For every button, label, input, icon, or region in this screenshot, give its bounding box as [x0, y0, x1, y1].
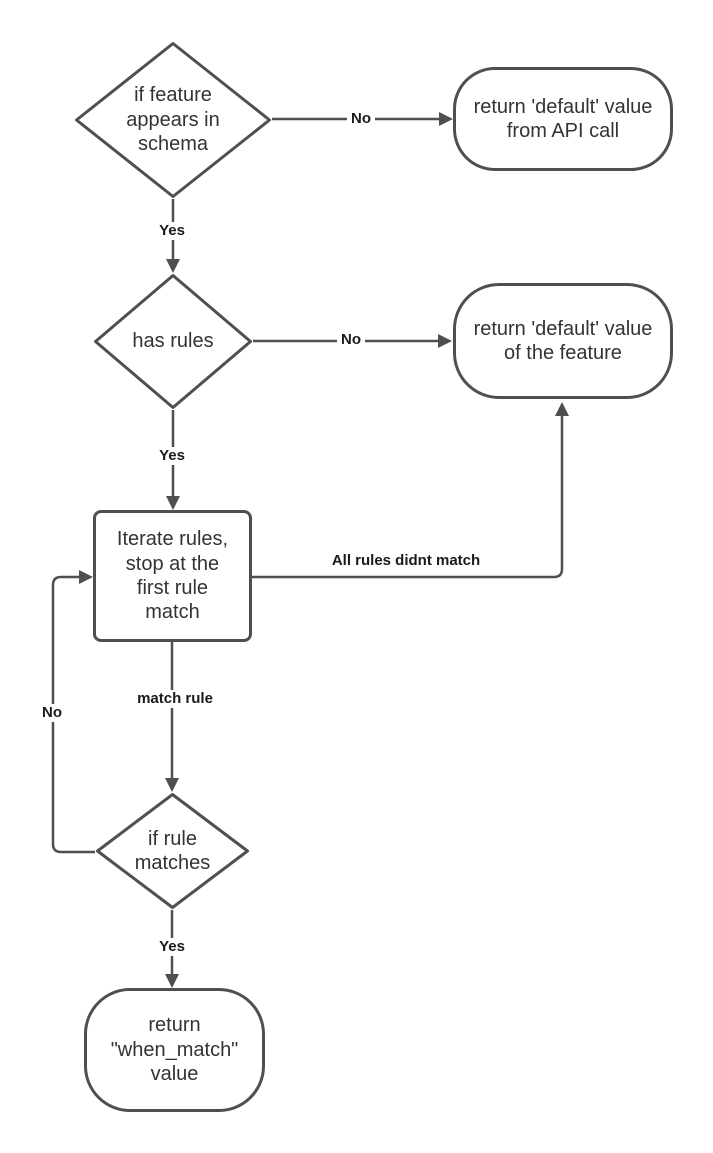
- node-label: has rules: [132, 330, 214, 353]
- arrowhead-icon: [166, 259, 180, 273]
- arrowhead-icon: [166, 496, 180, 510]
- node-label: if feature appears in schema: [126, 84, 220, 156]
- edge-label-feature-no: No: [347, 110, 375, 128]
- edge-label-match-rule: match rule: [133, 690, 217, 708]
- edge-label-has-rules-yes: Yes: [155, 447, 189, 465]
- node-label: Iterate rules, stop at the first rule ma…: [116, 528, 229, 624]
- node-return-when-match: return "when_match" value: [84, 988, 265, 1112]
- node-return-default-api: return 'default' value from API call: [453, 67, 673, 171]
- edge-label-has-rules-no: No: [337, 331, 365, 349]
- edge-label-rule-no-loop: No: [38, 704, 66, 722]
- node-label: return "when_match" value: [110, 1014, 239, 1086]
- diamond-shape: [94, 274, 252, 409]
- node-label: if rule matches: [134, 827, 211, 874]
- node-if-rule-matches: if rule matches: [95, 792, 250, 910]
- node-iterate-rules: Iterate rules, stop at the first rule ma…: [93, 510, 252, 642]
- arrowhead-icon: [165, 778, 179, 792]
- node-has-rules: has rules: [93, 273, 253, 410]
- node-feature-in-schema: if feature appears in schema: [74, 41, 272, 199]
- diamond-shape: [96, 793, 249, 909]
- arrowhead-icon: [165, 974, 179, 988]
- edge-label-all-rules-didnt-match: All rules didnt match: [327, 552, 485, 570]
- node-label: return 'default' value of the feature: [473, 317, 653, 364]
- edge-label-rule-yes: Yes: [155, 938, 189, 956]
- node-label: return 'default' value from API call: [473, 95, 653, 142]
- arrowhead-icon: [438, 334, 452, 348]
- node-return-default-feature: return 'default' value of the feature: [453, 283, 673, 399]
- arrowhead-icon: [555, 402, 569, 416]
- edge-all-rules-didnt-match: [252, 416, 564, 579]
- diamond-shape: [75, 42, 271, 198]
- edge-label-feature-yes: Yes: [155, 222, 189, 240]
- arrowhead-icon: [439, 112, 453, 126]
- arrowhead-icon: [79, 570, 93, 584]
